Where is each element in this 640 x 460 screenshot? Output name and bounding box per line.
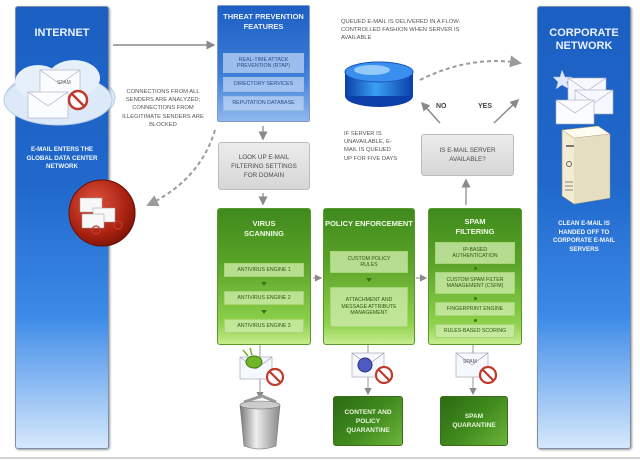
- lookup-settings-box: LOOK UP E-MAIL FILTERING SETTINGS FOR DO…: [218, 142, 310, 190]
- arrow-yes: [493, 98, 520, 124]
- server-available-decision: IS E-MAIL SERVER AVAILABLE?: [421, 134, 514, 176]
- antivirus-engine-3: ANTIVIRUS ENGINE 3: [224, 319, 304, 333]
- arrow-queue-dashed: [419, 55, 522, 81]
- bullet-icon: [473, 267, 477, 270]
- corporate-title: CORPORATE NETWORK: [549, 27, 619, 52]
- arrow-no: [420, 101, 441, 124]
- arrow-down-icon: [261, 310, 267, 314]
- bullet-icon: [473, 297, 477, 300]
- antivirus-engine-2: ANTIVIRUS ENGINE 2: [224, 291, 304, 305]
- queue-delivered-note: QUEUED E-MAIL IS DELIVERED IN A FLOW-CON…: [341, 19, 461, 42]
- arrow-blocked-dashed: [146, 129, 216, 207]
- virus-scanning-title: VIRUS SCANNING: [243, 219, 284, 238]
- trash-can-icon: [239, 394, 281, 450]
- rules-based-scoring: RULES-BASED SCORING: [435, 324, 515, 338]
- connections-note: CONNECTIONS FROM ALL SENDERS ARE ANALYZE…: [122, 89, 204, 128]
- custom-spam-filter: CUSTOM SPAM FILTER MANAGEMENT (CSFM): [435, 272, 515, 294]
- ip-based-authentication: IP-BASED AUTHENTICATION: [435, 242, 515, 264]
- spam-envelope-label: SPAM: [463, 359, 477, 365]
- arrow-down-icon: [261, 282, 267, 286]
- threat-item-rtap: REAL-TIME ATTACK PREVENTION (RTAP): [223, 53, 304, 73]
- virus-scanning-box: VIRUS SCANNING ANTIVIRUS ENGINE 1 ANTIVI…: [217, 208, 311, 345]
- spam-label: SPAM: [57, 80, 71, 86]
- internet-title: INTERNET: [34, 27, 90, 39]
- yes-label: YES: [478, 103, 493, 110]
- bullet-icon: [473, 319, 477, 322]
- virus-mail-icon: [239, 347, 285, 387]
- policy-enforcement-box: POLICY ENFORCEMENT CUSTOM POLICY RULES A…: [323, 208, 415, 345]
- internet-description: E-MAIL ENTERS THE GLOBAL DATA CENTER NET…: [26, 146, 98, 170]
- spam-filtering-title: SPAM FILTERING: [455, 217, 495, 236]
- antivirus-engine-1: ANTIVIRUS ENGINE 1: [224, 263, 304, 277]
- queue-database-icon: [344, 61, 414, 107]
- policy-enforcement-title: POLICY ENFORCEMENT: [325, 219, 413, 228]
- corporate-server-overlay: [552, 69, 614, 205]
- spam-mail-icon: [455, 352, 498, 385]
- threat-item-reputation: REPUTATION DATABASE: [223, 96, 304, 111]
- arrow-down-icon: [366, 278, 372, 282]
- threat-prevention-title: THREAT PREVENTION FEATURES: [223, 12, 304, 31]
- fingerprint-engine: FINGERPRINT ENGINE: [435, 302, 515, 316]
- spam-filtering-box: SPAM FILTERING IP-BASED AUTHENTICATION C…: [428, 208, 522, 345]
- custom-policy-rules: CUSTOM POLICY RULES: [330, 251, 408, 273]
- no-label: NO: [436, 103, 447, 110]
- content-policy-quarantine: CONTENT AND POLICY QUARANTINE: [333, 396, 403, 446]
- queue-unavailable-note: IF SERVER IS UNAVAILABLE, E-MAIL IS QUEU…: [344, 131, 398, 162]
- spam-quarantine: SPAM QUARANTINE: [440, 396, 508, 446]
- threat-prevention-box: THREAT PREVENTION FEATURES REAL-TIME ATT…: [217, 5, 310, 122]
- corporate-description: CLEAN E-MAIL IS HANDED OFF TO CORPORATE …: [552, 220, 616, 253]
- threat-item-directory: DIRECTORY SERVICES: [223, 77, 304, 92]
- attachment-management: ATTACHMENT AND MESSAGE ATTRIBUTE MANAGEM…: [330, 287, 408, 327]
- blocked-mail-overlay: [68, 179, 136, 247]
- policy-mail-icon: [351, 352, 394, 385]
